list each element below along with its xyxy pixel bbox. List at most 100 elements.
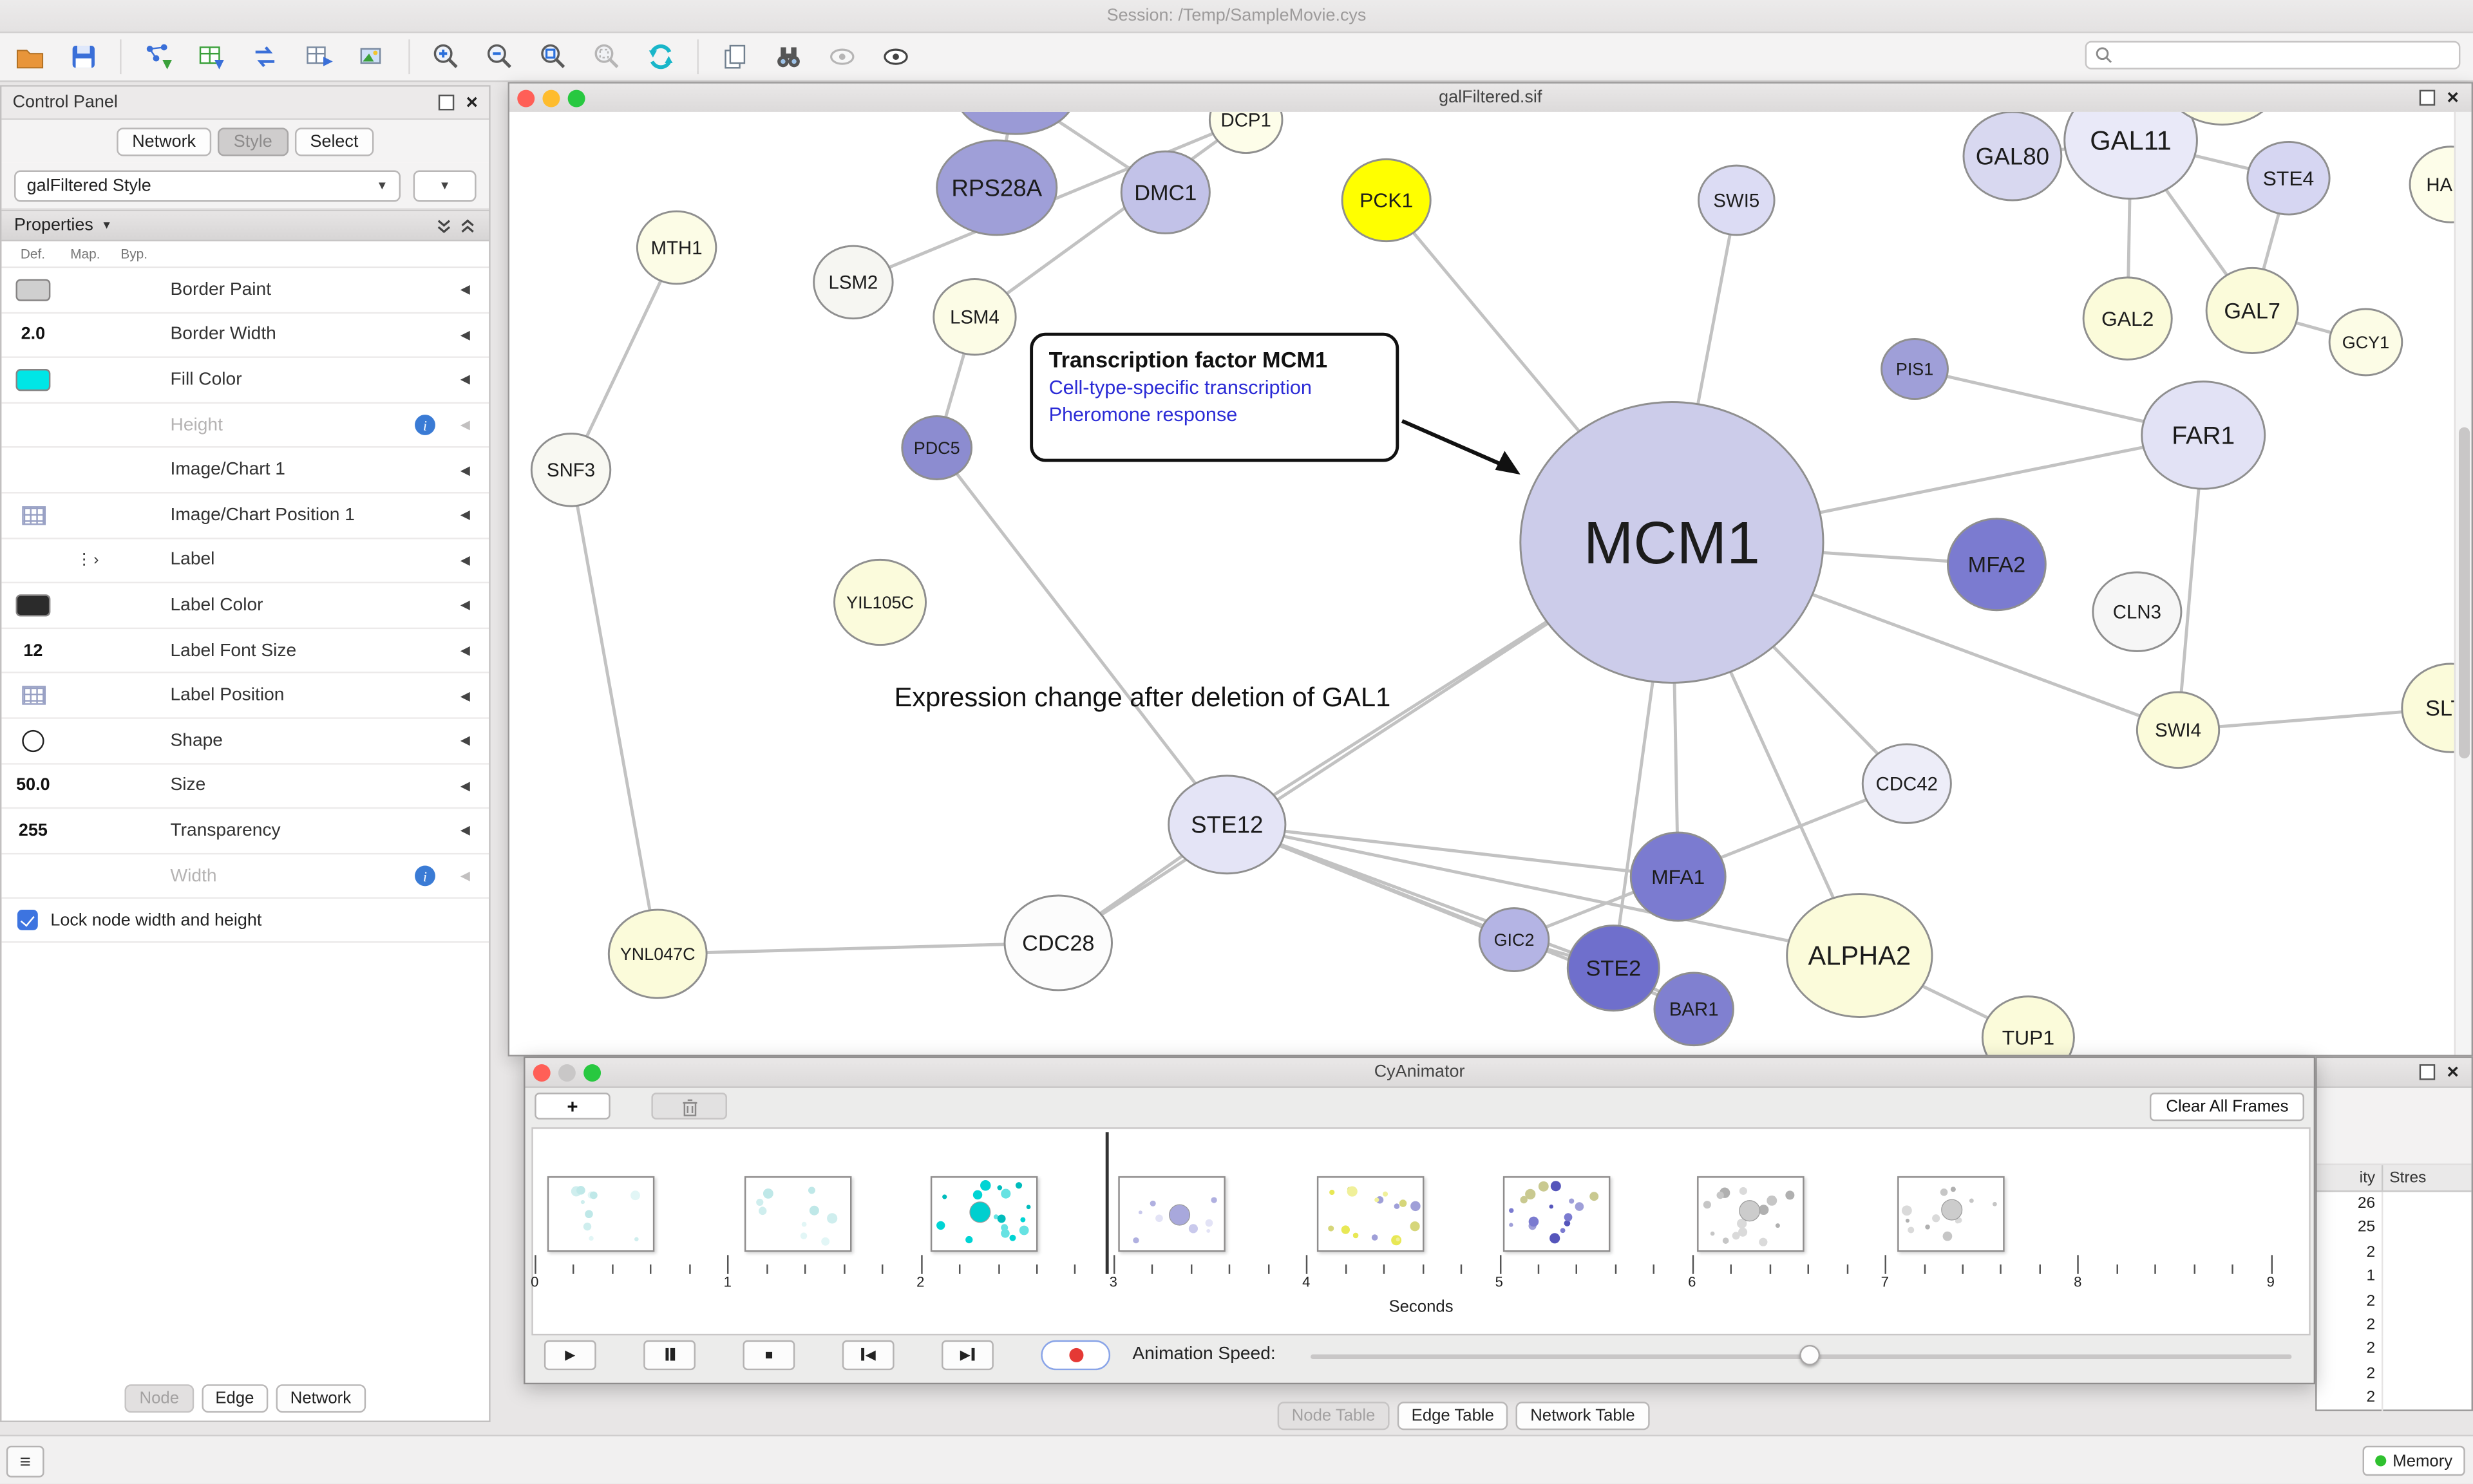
console-menu-button[interactable]: ≡ — [6, 1445, 44, 1478]
table-row[interactable]: 2 — [2317, 1313, 2472, 1338]
expand-row-icon[interactable]: ◀ — [460, 463, 470, 478]
table-row[interactable]: 2 — [2317, 1362, 2472, 1386]
tab-edge-table[interactable]: Edge Table — [1397, 1402, 1508, 1431]
tab-edge[interactable]: Edge — [201, 1384, 269, 1413]
hide-selection-eye-icon[interactable] — [825, 39, 860, 74]
first-neighbors-icon[interactable] — [772, 39, 806, 74]
expand-row-icon[interactable]: ◀ — [460, 598, 470, 613]
table-row[interactable]: 2 — [2317, 1385, 2472, 1411]
next-frame-button[interactable]: ▶ — [942, 1339, 994, 1369]
open-session-icon[interactable] — [13, 39, 48, 74]
tab-network-style[interactable]: Network — [276, 1384, 366, 1413]
graph-node-bar1[interactable] — [1653, 972, 1734, 1047]
style-select[interactable]: galFiltered Style ▼ — [14, 169, 401, 202]
graph-node-mth1[interactable] — [636, 210, 717, 285]
scrollbar-thumb[interactable] — [2458, 427, 2469, 758]
property-row-fill-color[interactable]: Fill Color◀ — [1, 358, 489, 404]
expand-row-icon[interactable]: ◀ — [460, 418, 470, 433]
search-input[interactable] — [2085, 41, 2461, 70]
float-window-icon[interactable] — [439, 94, 455, 111]
tab-network-table[interactable]: Network Table — [1516, 1402, 1649, 1431]
expand-row-icon[interactable]: ◀ — [460, 508, 470, 523]
graph-node-mfa2[interactable] — [1947, 518, 2047, 612]
expand-row-icon[interactable]: ◀ — [460, 643, 470, 658]
tab-node[interactable]: Node — [125, 1384, 194, 1413]
graph-node[interactable] — [956, 111, 1075, 135]
graph-edge[interactable] — [569, 469, 659, 955]
property-row-label-position[interactable]: Label Position◀ — [1, 673, 489, 719]
frame-thumbnail-8[interactable] — [1897, 1176, 2005, 1252]
expand-row-icon[interactable]: ◀ — [460, 553, 470, 568]
graph-node-pck1[interactable] — [1341, 158, 1432, 243]
graph-node-ste4[interactable] — [2246, 140, 2331, 216]
collapse-all-icon[interactable] — [435, 216, 453, 235]
annotation-link[interactable]: Cell-type-specific transcription — [1048, 377, 1312, 399]
import-table-file-icon[interactable] — [194, 39, 229, 74]
tab-style[interactable]: Style — [218, 127, 289, 156]
graph-node-gal80[interactable] — [1962, 111, 2063, 202]
properties-header[interactable]: Properties ▼ — [1, 209, 489, 241]
default-value-swatch[interactable] — [15, 369, 51, 391]
export-network-icon[interactable] — [247, 39, 282, 74]
tab-network[interactable]: Network — [116, 127, 212, 156]
close-icon[interactable]: × — [2447, 1059, 2459, 1084]
graph-edge[interactable] — [974, 118, 1247, 319]
close-traffic-light[interactable] — [517, 89, 535, 107]
minimize-traffic-light[interactable] — [542, 89, 560, 107]
caption-annotation[interactable]: Expression change after deletion of GAL1 — [894, 682, 1391, 713]
save-session-icon[interactable] — [66, 39, 101, 74]
frame-thumbnail-2[interactable] — [744, 1176, 852, 1252]
graph-edge[interactable] — [1227, 823, 1678, 879]
property-row-image-chart-position-1[interactable]: Image/Chart Position 1◀ — [1, 493, 489, 539]
zoom-selected-region-icon[interactable] — [590, 39, 625, 74]
frame-thumbnail-5[interactable] — [1316, 1176, 1425, 1252]
graph-node-swi5[interactable] — [1698, 164, 1776, 236]
expand-all-icon[interactable] — [459, 216, 477, 235]
graph-node-dcp1[interactable] — [1208, 111, 1284, 155]
graph-edge[interactable] — [1226, 823, 1860, 957]
copy-icon[interactable] — [717, 39, 752, 74]
frame-thumbnail-1[interactable] — [547, 1176, 655, 1252]
graph-node-ste12[interactable] — [1168, 775, 1287, 875]
graph-node-pdc5[interactable] — [901, 415, 973, 480]
column-header[interactable]: Stres — [2389, 1169, 2427, 1187]
graph-node[interactable] — [2165, 111, 2279, 126]
graph-node-lsm4[interactable] — [933, 278, 1017, 356]
annotation-link[interactable]: Pheromone response — [1048, 403, 1238, 426]
table-row[interactable]: 2 — [2317, 1240, 2472, 1265]
graph-node-tup1[interactable] — [1981, 995, 2075, 1055]
frame-thumbnail-4[interactable] — [1118, 1176, 1226, 1252]
property-row-image-chart-1[interactable]: Image/Chart 1◀ — [1, 448, 489, 494]
default-value-swatch[interactable] — [15, 594, 51, 617]
graph-node-mcm1[interactable] — [1519, 401, 1824, 684]
close-icon[interactable]: × — [466, 89, 478, 114]
float-window-icon[interactable] — [2420, 1064, 2436, 1080]
expand-row-icon[interactable]: ◀ — [460, 373, 470, 388]
graph-node-cln3[interactable] — [2092, 571, 2183, 652]
graph-node-ynl047c[interactable] — [607, 908, 708, 999]
property-row-label[interactable]: ⋮›Label◀ — [1, 538, 489, 584]
expand-row-icon[interactable]: ◀ — [460, 823, 470, 838]
graph-node-gal2[interactable] — [2082, 276, 2173, 361]
graph-node-lsm2[interactable] — [813, 245, 894, 320]
export-image-icon[interactable] — [355, 39, 390, 74]
pause-button[interactable] — [643, 1339, 696, 1369]
slider-handle[interactable] — [1799, 1344, 1820, 1365]
style-options-button[interactable]: ▼ — [413, 169, 477, 202]
graph-node-dmc1[interactable] — [1120, 150, 1211, 234]
graph-node-swi4[interactable] — [2136, 691, 2221, 769]
graph-node-pis1[interactable] — [1881, 338, 1949, 400]
frame-thumbnail-3[interactable] — [930, 1176, 1038, 1252]
playhead[interactable] — [1105, 1132, 1108, 1274]
import-network-file-icon[interactable] — [140, 39, 175, 74]
graph-node-gal11[interactable] — [2063, 111, 2198, 200]
show-all-eye-icon[interactable] — [878, 39, 913, 74]
table-row[interactable]: 25 — [2317, 1216, 2472, 1241]
graph-node-yil105c[interactable] — [833, 558, 927, 646]
property-row-border-paint[interactable]: Border Paint◀ — [1, 268, 489, 314]
graph-node-gic2[interactable] — [1478, 907, 1550, 973]
